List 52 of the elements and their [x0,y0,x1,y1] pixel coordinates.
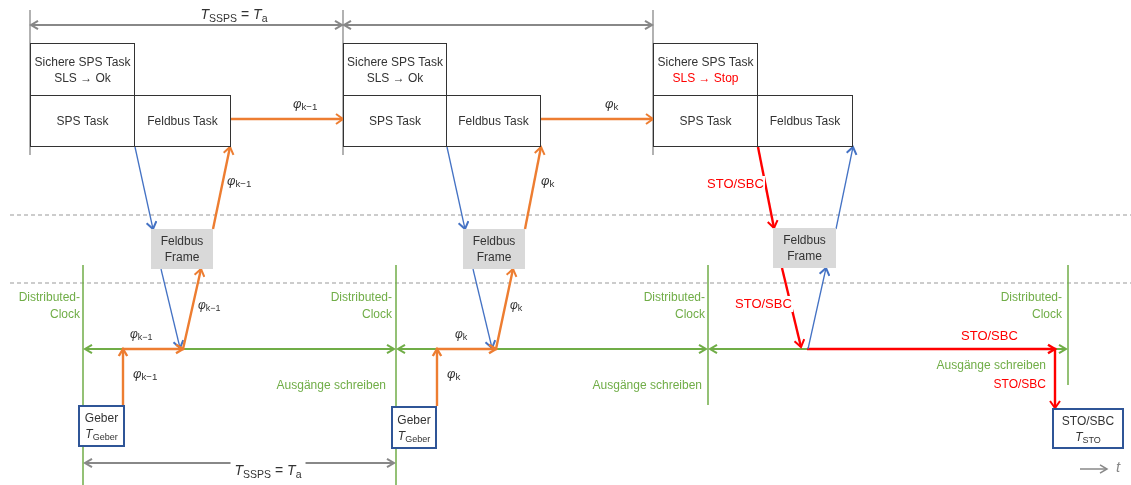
node-text: Sichere SPS Task [657,53,754,70]
node-text: Feldbus Frame [471,233,517,265]
task-box [653,95,758,147]
node-text: Sichere SPS Task [347,53,443,70]
node-text: STO/SBC [1061,412,1115,429]
node-text: SPS Task [369,113,421,129]
node-text: T$_{Geber}$ [397,427,431,444]
task-box [653,43,758,96]
node-text: Geber [397,411,431,428]
task-box [343,95,447,147]
signal-label: STO/SBC [993,376,1046,393]
time-label: t [1116,458,1121,475]
node-text: SPS Task [679,113,732,129]
clock-label: Distributed- Clock [17,289,80,323]
node-text: Feldbus Task [147,113,218,129]
phase-label: φ$_{k}$ [455,326,468,343]
task-box [446,95,541,147]
node-text: Feldbus Frame [782,232,827,264]
node-text: SPS Task [56,113,109,129]
node-text: Sichere SPS Task [34,53,131,70]
frame-box [151,229,213,269]
clock-label: Distributed- Clock [999,289,1062,323]
node-text: T$_{Geber}$ [85,426,118,442]
task-box [757,95,853,147]
node-text: SLS → Ok [366,69,424,86]
task-box [343,43,447,96]
node-text: SLS → Ok [54,69,111,86]
output-label: Ausgänge schreiben [276,377,386,394]
node-text: T$_{STO}$ [1075,428,1101,445]
phase-label: φ$_{k−1}$ [130,326,153,343]
dimension-label: T$_{SSPS}$ = T$_{a}$ [230,462,306,479]
output-label: Ausgänge schreiben [936,357,1046,374]
task-box [30,43,135,96]
sensor-box [78,405,125,447]
task-box [30,95,135,147]
phase-label: φ$_{k}$ [510,297,523,314]
node-text: Feldbus Task [458,113,529,129]
task-box [134,95,231,147]
node-text: Feldbus Frame [159,233,205,265]
frame-box [773,228,836,268]
sensor-box [1052,408,1124,449]
node-text: Geber [84,410,119,426]
edge-label: STO/SBC [734,296,793,312]
output-label: Ausgänge schreiben [592,377,702,394]
clock-label: Distributed- Clock [642,289,705,323]
clock-label: Distributed- Clock [329,289,392,323]
node-text: Feldbus Task [769,113,841,129]
frame-box [463,229,525,269]
node-text: SLS → Stop [672,69,739,86]
edge-label: STO/SBC [706,176,765,192]
phase-label: φ$_{k−1}$ [198,297,221,314]
sensor-box [391,406,437,449]
